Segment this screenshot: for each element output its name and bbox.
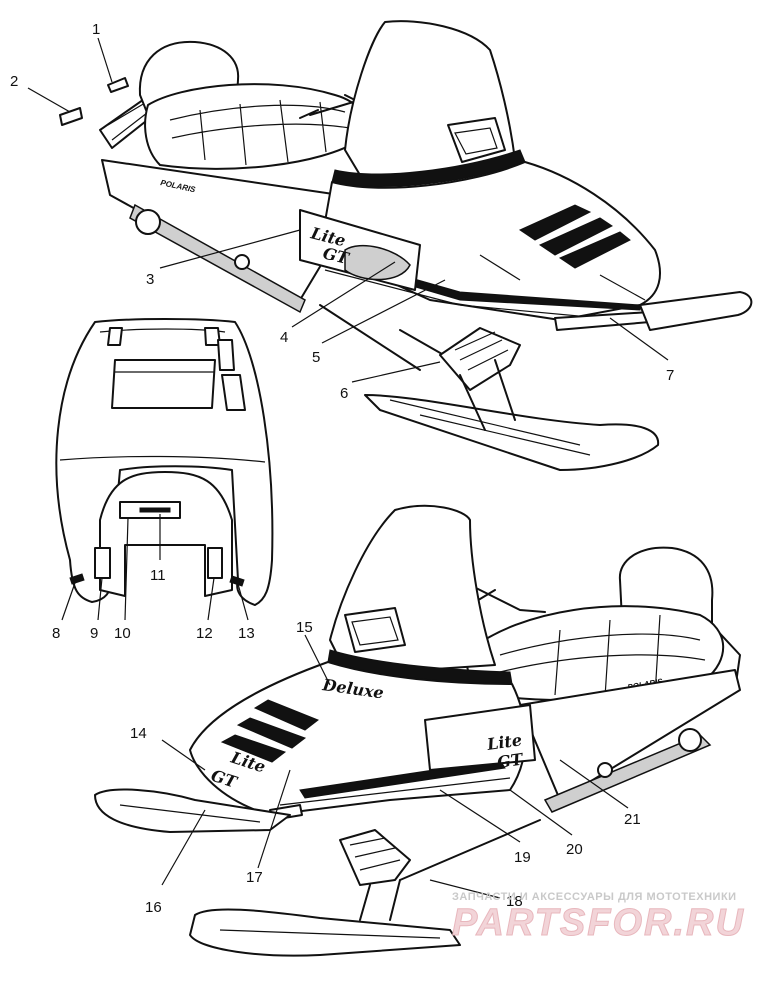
tunnel-bottom — [519, 669, 741, 801]
callout-14: 14 — [130, 725, 147, 742]
seat — [144, 83, 366, 170]
track — [129, 203, 306, 314]
footrest-top — [439, 327, 521, 391]
snowmobile-front-view: POLARIS Deluxe Lite GT Lite GT — [94, 504, 741, 957]
hood-vent-panel — [111, 359, 216, 409]
callout-21: 21 — [624, 811, 641, 828]
callout-1: 1 — [92, 21, 100, 38]
footrest-bottom — [339, 829, 411, 886]
tunnel — [101, 159, 341, 301]
side-decal-12 — [207, 547, 223, 579]
watermark-site: PARTSFOR.RU — [452, 902, 745, 944]
callout-11: 11 — [150, 567, 166, 584]
callout-6: 6 — [340, 385, 348, 402]
callout-18: 18 — [506, 893, 523, 910]
callout-15: 15 — [296, 619, 313, 636]
hood-top-view — [55, 318, 274, 606]
model-decal-bottom-line1: Lite — [485, 730, 523, 754]
callout-9: 9 — [90, 625, 98, 642]
leader-lines — [27, 37, 669, 899]
callout-3: 3 — [146, 271, 154, 288]
side-panel-bottom — [424, 704, 536, 771]
side-decal-9 — [94, 547, 111, 579]
front-ski-right-bottom — [189, 908, 461, 957]
callout-7: 7 — [666, 367, 674, 384]
watermark: ЗАПЧАСТИ И АКСЕССУАРЫ ДЛЯ МОТОТЕХНИКИ PA… — [452, 891, 745, 945]
callout-10: 10 — [114, 625, 131, 642]
part-2 — [59, 107, 83, 126]
part-1 — [107, 77, 129, 93]
callout-16: 16 — [145, 899, 162, 916]
callout-numbers: 1 2 3 4 5 6 7 8 9 10 11 12 13 14 15 16 1… — [10, 21, 674, 916]
callout-2: 2 — [10, 73, 18, 90]
snowmobile-top-view: POLARIS Lite GT — [59, 20, 753, 471]
watermark-tagline: ЗАПЧАСТИ И АКСЕССУАРЫ ДЛЯ МОТОТЕХНИКИ — [452, 891, 737, 903]
model-decal-bottom-line2: GT — [496, 749, 525, 772]
callout-13: 13 — [238, 625, 255, 642]
front-ski-left — [364, 394, 660, 471]
callout-4: 4 — [280, 329, 288, 346]
callout-5: 5 — [312, 349, 320, 366]
track-bottom — [543, 734, 712, 813]
front-ski-right — [639, 291, 753, 331]
callout-20: 20 — [566, 841, 583, 858]
callout-8: 8 — [52, 625, 60, 642]
callout-19: 19 — [514, 849, 531, 866]
headlight-pod-bottom — [344, 607, 406, 653]
front-ski-left-bottom — [94, 788, 291, 833]
callout-12: 12 — [196, 625, 213, 642]
callout-17: 17 — [246, 869, 263, 886]
